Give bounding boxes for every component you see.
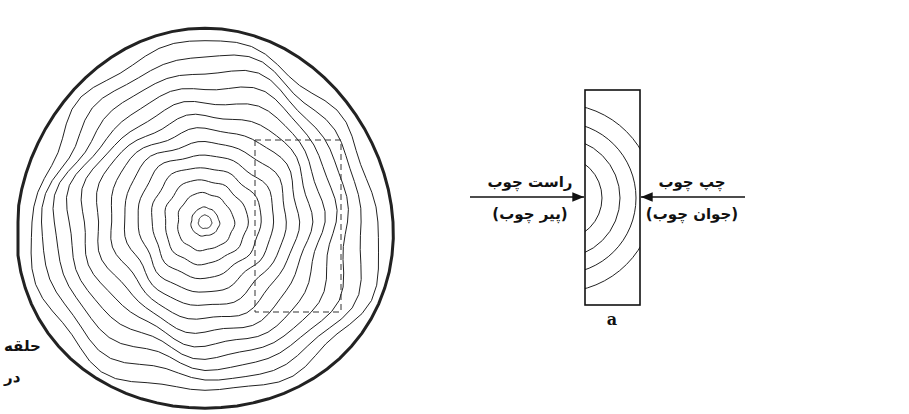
ring-label: حلقه <box>4 337 41 355</box>
wood-side-note: (جوان چوب) <box>646 205 738 223</box>
growth-ring <box>53 70 348 370</box>
growth-ring <box>67 87 338 359</box>
section-letter: a <box>607 310 617 329</box>
wood-side-label: راست چوب <box>488 173 573 191</box>
ring-label: در <box>4 368 20 386</box>
board <box>585 90 640 305</box>
bark-outline <box>18 28 393 408</box>
growth-ring <box>81 102 325 347</box>
growth-ring <box>111 128 300 320</box>
arrow-right <box>641 196 745 197</box>
board-rings <box>585 104 640 292</box>
growth-ring <box>42 55 362 380</box>
growth-ring <box>31 41 378 391</box>
wood-side-note: (پیر چوب) <box>492 205 567 223</box>
wood-side-label: چپ چوب <box>658 173 725 191</box>
growth-ring <box>165 180 248 265</box>
growth-ring <box>198 215 212 229</box>
growth-ring <box>97 114 313 333</box>
growth-ring <box>152 168 262 279</box>
arrow-left <box>470 196 584 197</box>
growth-ring <box>191 207 220 236</box>
growth-ring <box>124 142 286 306</box>
growth-rings <box>18 28 393 408</box>
growth-ring <box>178 192 235 251</box>
cut-outline <box>255 140 341 312</box>
growth-ring <box>138 155 273 292</box>
